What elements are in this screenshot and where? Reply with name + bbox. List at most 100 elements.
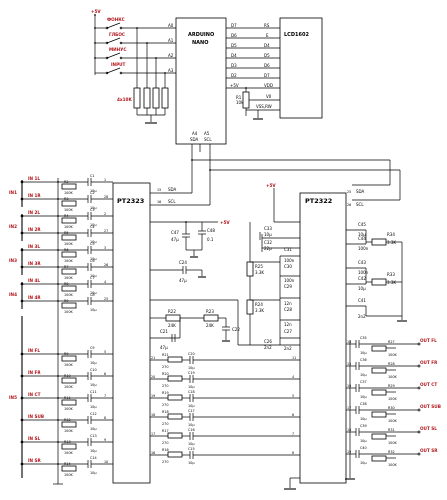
r22-value: 24K (168, 323, 176, 328)
output-6-r-label: R32 (388, 450, 395, 454)
in-4r-c-value: 10µ (90, 308, 97, 312)
c22-label: C22 (232, 327, 240, 332)
link-3-r-value: 270 (162, 403, 168, 407)
pt2323-pin-sda: SDA (168, 187, 177, 192)
c24-label: C24 (179, 260, 187, 265)
link-5-left-pin: 17 (151, 432, 155, 436)
in-3l-c-value: 10µ (90, 257, 97, 261)
lcd-pin-rs: RS (264, 23, 270, 28)
in-4l-label: IN 4L (28, 278, 40, 283)
in-3r-c-value: 10µ (90, 274, 97, 278)
lcd-pin-vss: VSS,RW (256, 104, 272, 109)
pt2322-pin-sda-num: 25 (347, 190, 351, 194)
input-group-in5: IN5 (9, 395, 17, 400)
in-4l-c-label: C7 (90, 276, 95, 280)
c32-label: C32 (264, 240, 272, 245)
link-5-r-label: R17 (162, 429, 169, 433)
in5-ch-2-c-value: 10µ (90, 383, 97, 387)
in5-ch-5-c-value: 10µ (90, 449, 97, 453)
pt2322-chip: PT2322 25 SDA 26 SCL +5V (266, 183, 365, 490)
in5-ch-3-r-label: R11 (64, 396, 71, 400)
input-group-in3: IN3 (9, 258, 17, 263)
link-5-right-pin: 7 (292, 432, 294, 436)
in-1r-r-label: R3 (64, 197, 69, 201)
in5-ch-3-c-value: 10µ (90, 405, 97, 409)
c21-value: 47µ (160, 345, 168, 350)
arduino-pin-d2: D2 (231, 73, 237, 78)
in5-ch-6-c-label: C14 (90, 456, 97, 460)
in5-ch-6-r-value: 100K (64, 473, 73, 477)
in5-ch-1-c-label: C9 (90, 346, 95, 350)
in5-ch-1-c-value: 10µ (90, 361, 97, 365)
c42-label: C42 (358, 276, 366, 281)
in-1r-pin: 28 (104, 195, 108, 199)
in-2r-c-label: C4 (90, 225, 95, 229)
arduino-pin-a4: A4 (192, 131, 198, 136)
link-5-c-label: C16 (188, 428, 195, 432)
in-1r-c-value: 10µ (90, 206, 97, 210)
output-6-c-value: 10µ (360, 461, 367, 465)
pt2322-left-network: C33 10µ C32 22µ R25 3.3K R24 3.3K C31 10… (246, 222, 300, 351)
in-2l-r-label: R4 (64, 214, 69, 218)
in-3l-c-label: C5 (90, 242, 95, 246)
c32-value: 22µ (264, 246, 272, 251)
arduino-sda-name: SDA (190, 137, 199, 142)
in-1l-c-label: C1 (90, 174, 95, 178)
output-2-c-label: C36 (360, 358, 367, 362)
pt2322-vcc: +5V (266, 183, 276, 188)
arduino-nano: ARDUINO NANO A0 A1 A2 A3 D7 D6 D5 D4 D3 … (168, 17, 239, 145)
switch-label-3: МИНУС (109, 47, 126, 52)
in-1l-r-label: R2 (64, 180, 69, 184)
link-3-left-pin: 19 (151, 394, 155, 398)
arduino-pin-d5: D5 (231, 43, 237, 48)
r22-label: R22 (168, 309, 176, 314)
in5-ch-1-r-value: 100K (64, 363, 73, 367)
c26-label: C26 (264, 339, 272, 344)
lcd-1602: LCD1602 RS E D4 D5 D6 D7 VDD V0 VSS,RW (256, 17, 323, 119)
input-groups: IN1 IN2 IN3 IN4 IN5 (9, 180, 23, 478)
link-6-right-pin: 8 (292, 451, 294, 455)
arduino-pin-a5: A5 (204, 131, 210, 136)
output-4-c-value: 10µ (360, 417, 367, 421)
pt2323-pin-scl-num: 16 (157, 200, 161, 204)
c27-label: C27 (284, 329, 292, 334)
output-1-c-value: 10µ (360, 351, 367, 355)
output-5-c-label: C39 (360, 424, 367, 428)
in5-ch-5-r-label: R13 (64, 440, 71, 444)
arduino-lcd-bus (226, 27, 280, 89)
r23-value: 24K (206, 323, 214, 328)
r34-value: 3.3K (387, 240, 396, 245)
output-6-label: OUT SR (420, 448, 438, 453)
pt2323-chip: PT2323 15 SDA 16 SCL (112, 182, 177, 484)
r23-label: R23 (206, 309, 214, 314)
c44-value: 100n (358, 246, 369, 251)
output-2-label: OUT FR (420, 360, 438, 365)
arduino-pin-5v: +5V (230, 83, 239, 88)
center-vcc: +5V (220, 220, 230, 225)
in5-ch-5-label: IN SL (28, 436, 41, 441)
link-4-c-label: C17 (188, 409, 195, 413)
c28-value: 12n (284, 322, 292, 327)
in5-ch-6-label: IN SR (28, 458, 42, 463)
c43-value: 100n (358, 270, 369, 275)
in-2r-r-label: R5 (64, 231, 69, 235)
r24-label: R24 (255, 302, 263, 307)
c43-label: C43 (358, 260, 366, 265)
link-1-left-pin: 21 (151, 356, 155, 360)
in5-ch-2-r-label: R10 (64, 374, 71, 378)
link-4-left-pin: 18 (151, 413, 155, 417)
in5-ch-4-r-value: 100K (64, 429, 73, 433)
output-2-r-label: R28 (388, 362, 395, 366)
output-5-pin: 18 (347, 428, 351, 432)
